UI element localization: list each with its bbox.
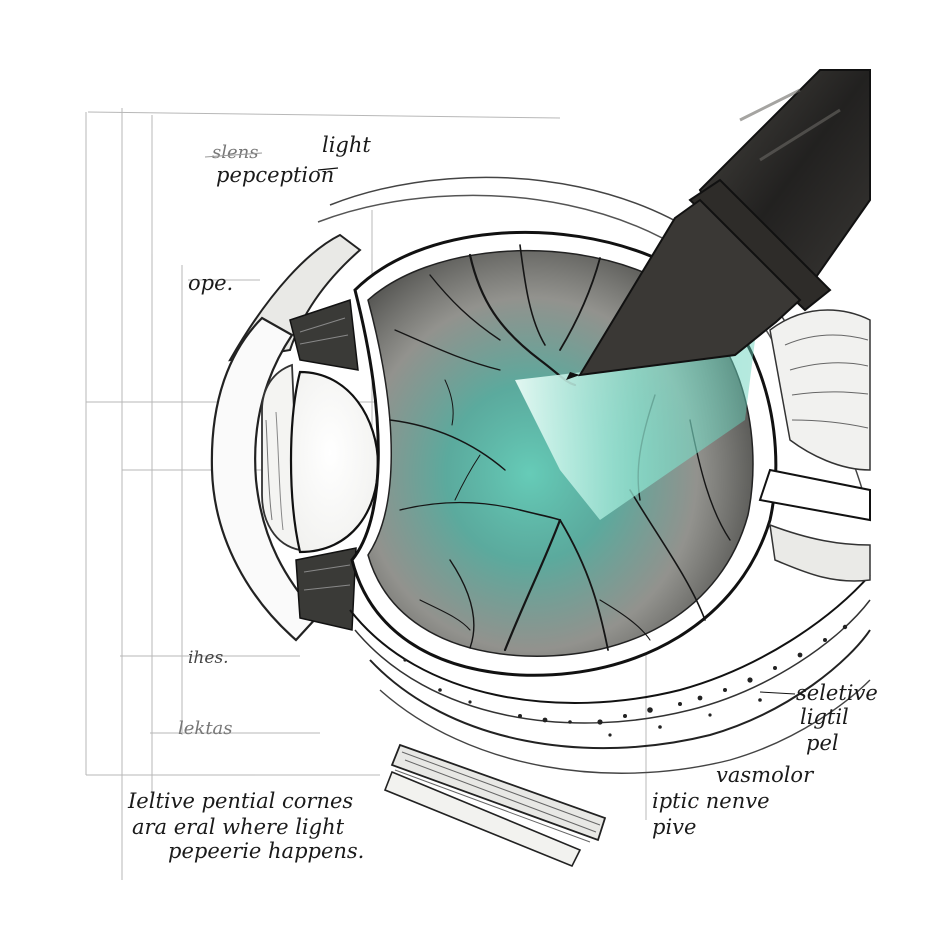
label-perception: pepception [216, 163, 334, 187]
label-slens-rule [204, 152, 263, 158]
label-light-2: ligtil [800, 705, 849, 729]
selective-pointer [759, 691, 796, 695]
label-pive: pive [652, 815, 696, 839]
label-light: light [322, 133, 371, 157]
label-slens: slens [212, 142, 258, 163]
caption-line-2: ara eral where light [132, 815, 345, 839]
label-ope: ope. [188, 271, 233, 295]
label-vasmolor: vasmolor [716, 763, 815, 787]
label-selective: seletive [796, 681, 878, 705]
annotations: slens light pepception ope. ihes. lektas… [127, 133, 878, 863]
label-lektas: lektas [178, 718, 233, 739]
perception-pointer [317, 167, 339, 171]
light-probe-icon [566, 69, 871, 380]
label-optic-nerve: iptic nenve [652, 789, 770, 813]
stipple-layer [403, 624, 848, 737]
caption-line-3: pepeerie happens. [168, 839, 364, 863]
label-ihes: ihes. [188, 648, 229, 668]
lens-shape [289, 370, 380, 554]
label-pel: pel [806, 731, 839, 755]
retinal-vessels [389, 244, 731, 652]
caption-line-1: Ieltive pential cornes [127, 789, 353, 813]
